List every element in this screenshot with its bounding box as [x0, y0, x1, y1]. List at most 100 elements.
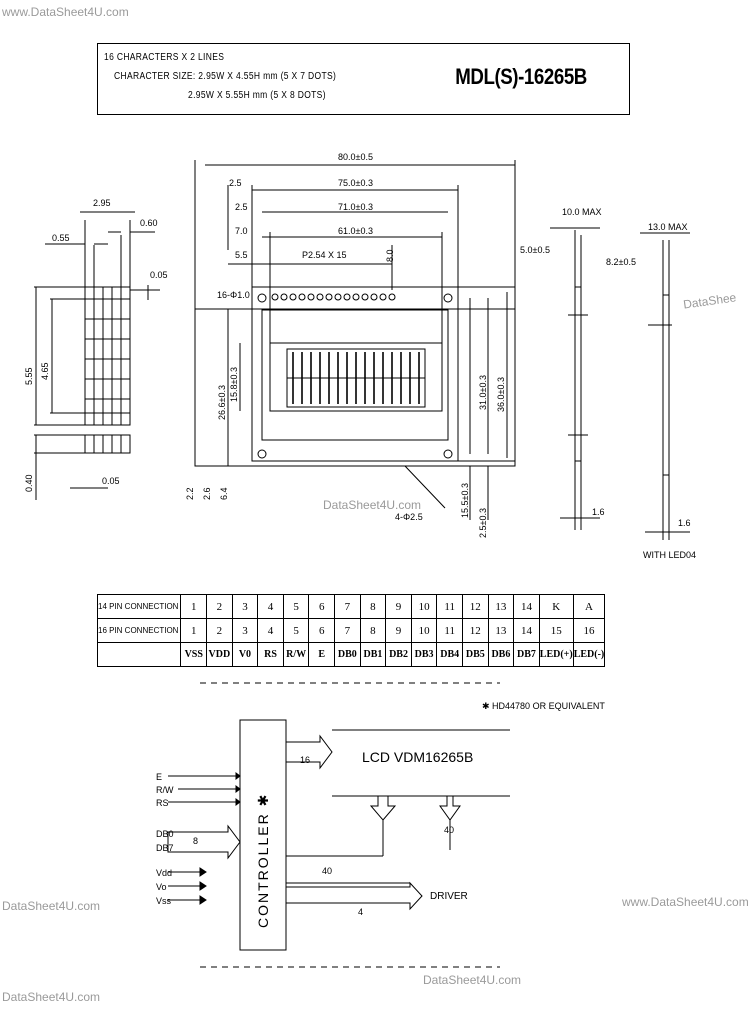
table-cell: DB3 [410, 642, 438, 667]
table-cell: 9 [385, 618, 412, 643]
driver-label: DRIVER [430, 891, 468, 902]
table-cell: 1 [180, 618, 208, 643]
sig-rw: R/W [156, 785, 174, 795]
pin-header [271, 293, 396, 301]
dim-13-max: 13.0 MAX [648, 222, 688, 232]
table-cell: LED(-) [572, 642, 606, 667]
dim-0-40: 0.40 [24, 474, 34, 492]
header-line-2: CHARACTER SIZE: 2.95W X 4.55H mm (5 X 7 … [114, 71, 337, 82]
dim-2-5: 2.5 [229, 178, 242, 188]
dim-h-15-8: 15.8±0.3 [229, 367, 239, 402]
table-cell: 14 [513, 618, 540, 643]
table-cell: 12 [462, 618, 489, 643]
table-cell: 6 [308, 594, 336, 619]
table-cell: DB0 [334, 642, 361, 667]
table-cell: 7 [334, 594, 361, 619]
controller-block [239, 719, 287, 951]
table-cell: A [572, 594, 606, 619]
sig-vdd: Vdd [156, 868, 172, 878]
table-cell: DB4 [436, 642, 463, 667]
table-cell: 15 [538, 618, 574, 643]
table-cell: VDD [206, 642, 233, 667]
table-cell: 2 [206, 594, 233, 619]
lcd-panel-label: LCD VDM16265B [362, 749, 473, 765]
bus-8-label: 8 [193, 836, 198, 846]
table-cell: VSS [180, 642, 208, 667]
dim-1-6b: 1.6 [678, 518, 691, 528]
bus-40-label: 40 [322, 866, 332, 876]
dim-pins: 16-Φ1.0 [217, 290, 250, 300]
table-row: 16 PIN CONNECTION 1 2 3 4 5 6 7 8 9 10 1… [96, 618, 606, 643]
dim-b-2-6: 2.6 [202, 487, 212, 500]
dim-h-2-5: 2.5±0.3 [478, 508, 488, 538]
table-row: 14 PIN CONNECTION 1 2 3 4 5 6 7 8 9 10 1… [96, 594, 606, 619]
table-cell: DB2 [385, 642, 412, 667]
dim-4-65: 4.65 [40, 362, 50, 380]
dim-width-71: 71.0±0.3 [338, 202, 373, 212]
table-cell: 8 [359, 618, 387, 643]
table-row: VSS VDD V0 RS R/W E DB0 DB1 DB2 DB3 DB4 … [96, 642, 606, 667]
watermark-mid: DataSheet4U.com [323, 498, 422, 512]
dim-8-0: 8.0 [385, 249, 395, 262]
table-cell: V0 [231, 642, 259, 667]
table-cell: 5 [282, 618, 310, 643]
hd44780-note: ✱ HD44780 OR EQUIVALENT [482, 701, 605, 711]
table-cell: 14 [513, 594, 540, 619]
table-cell: RS [257, 642, 284, 667]
dim-5-5: 5.5 [235, 250, 248, 260]
table-cell: E [308, 642, 336, 667]
side-view-right [640, 232, 690, 540]
dim-h-31: 31.0±0.3 [478, 375, 488, 410]
dim-0-05a: 0.05 [150, 270, 168, 280]
sig-vss: Vss [156, 896, 172, 906]
dim-2-5b: 2.5 [235, 202, 248, 212]
row-label-14pin: 14 PIN CONNECTION [96, 594, 182, 619]
with-led-note: WITH LED04 [643, 550, 696, 560]
dim-b-6-4: 6.4 [219, 487, 229, 500]
table-cell: DB1 [359, 642, 387, 667]
watermark-top: www.DataSheet4U.com [2, 5, 129, 19]
side-view-left [550, 227, 600, 530]
dim-10-max: 10.0 MAX [562, 207, 602, 217]
character-dot-grid [34, 211, 160, 500]
dim-width-80: 80.0±0.5 [338, 152, 373, 162]
table-cell: 10 [410, 594, 438, 619]
mechanical-drawing: 2.95 0.55 0.60 0.05 5.55 4.65 0.40 0.05 … [24, 152, 696, 560]
watermark-bottom-mid: DataSheet4U.com [423, 973, 522, 987]
sig-vo: Vo [156, 882, 167, 892]
dim-1-6a: 1.6 [592, 507, 605, 517]
table-cell: 9 [385, 594, 412, 619]
table-cell: 16 [572, 618, 606, 643]
sig-e: E [156, 772, 162, 782]
side-dimension-lines [200, 286, 515, 520]
dim-5-55: 5.55 [24, 367, 34, 385]
dim-h-26-6: 26.6±0.3 [217, 385, 227, 420]
dim-width-75: 75.0±0.3 [338, 178, 373, 188]
table-cell: 13 [487, 618, 515, 643]
table-cell: 2 [206, 618, 233, 643]
table-cell: 11 [436, 594, 463, 619]
sig-db0: DB0 [156, 829, 174, 839]
table-cell: 5 [282, 594, 310, 619]
table-cell: 3 [231, 594, 259, 619]
dim-5-0: 5.0±0.5 [520, 245, 550, 255]
dim-0-55: 0.55 [52, 233, 70, 243]
table-cell: 13 [487, 594, 515, 619]
dim-8-2: 8.2±0.5 [606, 257, 636, 267]
table-cell: LED(+) [538, 642, 574, 667]
bus-4-label: 4 [358, 907, 363, 917]
table-cell: 11 [436, 618, 463, 643]
display-segments [292, 352, 420, 404]
block-diagram: ✱ HD44780 OR EQUIVALENT CONTROLLER ✱ LCD… [156, 682, 605, 968]
table-cell: 4 [257, 618, 284, 643]
table-cell: 10 [410, 618, 438, 643]
sig-rs: RS [156, 798, 169, 808]
watermark-left: DataSheet4U.com [2, 899, 101, 913]
controller-label: CONTROLLER ✱ [255, 793, 271, 928]
bus-16-label: 16 [300, 755, 310, 765]
top-dimension-lines [194, 160, 516, 343]
table-cell: 3 [231, 618, 259, 643]
dim-hole: 4-Φ2.5 [395, 512, 423, 522]
row-label-signal [96, 642, 182, 667]
dim-b-2-2: 2.2 [185, 487, 195, 500]
